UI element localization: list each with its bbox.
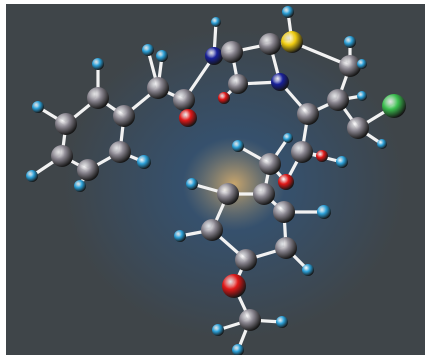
oxygen-atom-o1 bbox=[179, 109, 197, 127]
hydrogen-atom-h4 bbox=[74, 180, 86, 192]
carbon-atom-c5 bbox=[77, 159, 99, 181]
carbon-atom-c10 bbox=[259, 33, 281, 55]
hydrogen-atom-h15 bbox=[283, 133, 293, 143]
carbon-atom-c3 bbox=[113, 105, 135, 127]
carbon-atom-c9 bbox=[221, 41, 243, 63]
hydrogen-atom-h7 bbox=[156, 50, 168, 62]
oxygen-atom-o4 bbox=[278, 174, 294, 190]
hydrogen-atom-h12 bbox=[357, 91, 367, 101]
carbon-atom-c16 bbox=[291, 141, 313, 163]
nitrogen-atom-n1 bbox=[205, 47, 223, 65]
molecule-3d-render bbox=[6, 4, 425, 355]
carbon-atom-c18 bbox=[217, 183, 239, 205]
oxygen-atom-o5 bbox=[222, 274, 246, 298]
hydrogen-atom-h19 bbox=[174, 230, 186, 242]
carbon-atom-c8 bbox=[173, 89, 195, 111]
hydrogen-atom-h22 bbox=[276, 316, 288, 328]
hydrogen-atom-h1 bbox=[32, 101, 44, 113]
hydrogen-atom-h17 bbox=[186, 178, 198, 190]
carbon-atom-c4 bbox=[109, 141, 131, 163]
hydrogen-atom-h10 bbox=[344, 36, 356, 48]
hydrogen-atom-h14 bbox=[232, 140, 244, 152]
carbon-atom-c21 bbox=[235, 249, 257, 271]
hydrogen-atom-h8 bbox=[211, 17, 221, 27]
carbon-atom-c13 bbox=[327, 89, 349, 111]
oxygen-atom-o3 bbox=[316, 150, 328, 162]
hydrogen-atom-h21 bbox=[212, 324, 224, 336]
center-glow bbox=[64, 29, 404, 339]
atoms-layer bbox=[26, 6, 406, 355]
hydrogen-atom-h18 bbox=[317, 205, 331, 219]
carbon-atom-c6 bbox=[51, 145, 73, 167]
chlorine-atom-cl1 bbox=[382, 94, 406, 118]
carbon-atom-c17 bbox=[259, 153, 281, 175]
carbon-atom-c23 bbox=[273, 201, 295, 223]
oxygen-atom-o2 bbox=[218, 92, 230, 104]
hydrogen-atom-h6 bbox=[142, 44, 154, 56]
hydrogen-atom-h3 bbox=[137, 155, 151, 169]
carbon-atom-c14 bbox=[347, 117, 369, 139]
carbon-atom-c19 bbox=[253, 183, 275, 205]
hydrogen-atom-h2 bbox=[92, 58, 104, 70]
carbon-atom-c2 bbox=[87, 87, 109, 109]
molecule-render-panel bbox=[6, 4, 425, 355]
hydrogen-atom-h5 bbox=[26, 170, 38, 182]
hydrogen-atom-h16 bbox=[336, 156, 348, 168]
carbon-atom-c11 bbox=[228, 74, 248, 94]
hydrogen-atom-h13 bbox=[377, 139, 387, 149]
carbon-atom-c15 bbox=[297, 103, 319, 125]
carbon-atom-c20 bbox=[201, 219, 223, 241]
sulfur-atom-s1 bbox=[281, 31, 303, 53]
carbon-atom-c12 bbox=[339, 55, 361, 77]
hydrogen-atom-h20 bbox=[302, 264, 314, 276]
carbon-atom-c1 bbox=[55, 113, 77, 135]
carbon-atom-c22 bbox=[275, 237, 297, 259]
hydrogen-atom-h11 bbox=[357, 59, 367, 69]
nitrogen-atom-n2 bbox=[271, 73, 289, 91]
carbon-atom-c24 bbox=[239, 309, 261, 331]
carbon-atom-c7 bbox=[147, 77, 169, 99]
hydrogen-atom-h9 bbox=[282, 6, 294, 18]
hydrogen-atom-h23 bbox=[232, 344, 244, 355]
